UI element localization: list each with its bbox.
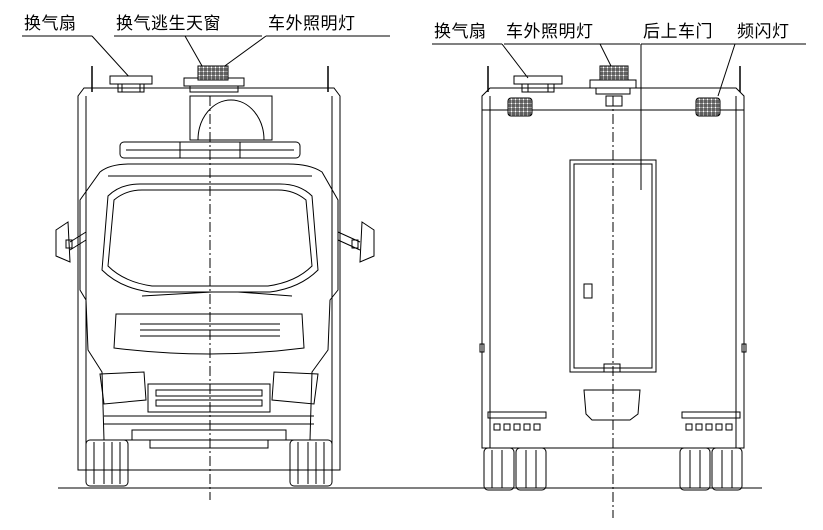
front-right-wheel <box>289 439 333 487</box>
label-rear-upper-door: 后上车门 <box>643 22 713 42</box>
front-right-mirror <box>337 221 375 263</box>
label-rear-vent-fan: 换气扇 <box>434 22 487 42</box>
label-front-vent-fan: 换气扇 <box>24 14 77 34</box>
rear-label-leaders <box>432 43 806 190</box>
front-label-leaders <box>22 35 390 81</box>
front-left-mirror <box>55 221 87 263</box>
label-rear-exterior-light: 车外照明灯 <box>506 22 594 42</box>
front-exterior-light <box>197 65 229 81</box>
front-view <box>55 65 375 500</box>
rear-left-wheels <box>483 447 547 491</box>
rear-right-wheels <box>679 447 743 491</box>
front-vent-fan <box>109 75 153 93</box>
rear-exterior-light <box>599 65 629 81</box>
rear-vent-fan <box>513 75 563 93</box>
rear-view <box>479 65 747 518</box>
rear-left-strobe <box>507 97 533 117</box>
rear-right-lamps <box>681 411 741 431</box>
rear-right-strobe <box>695 97 721 117</box>
front-left-wheel <box>85 439 129 487</box>
label-strobe-light: 频闪灯 <box>737 22 790 42</box>
label-front-escape-skylight: 换气逃生天窗 <box>116 14 221 34</box>
rear-left-lamps <box>487 411 547 431</box>
label-front-exterior-light: 车外照明灯 <box>268 14 356 34</box>
